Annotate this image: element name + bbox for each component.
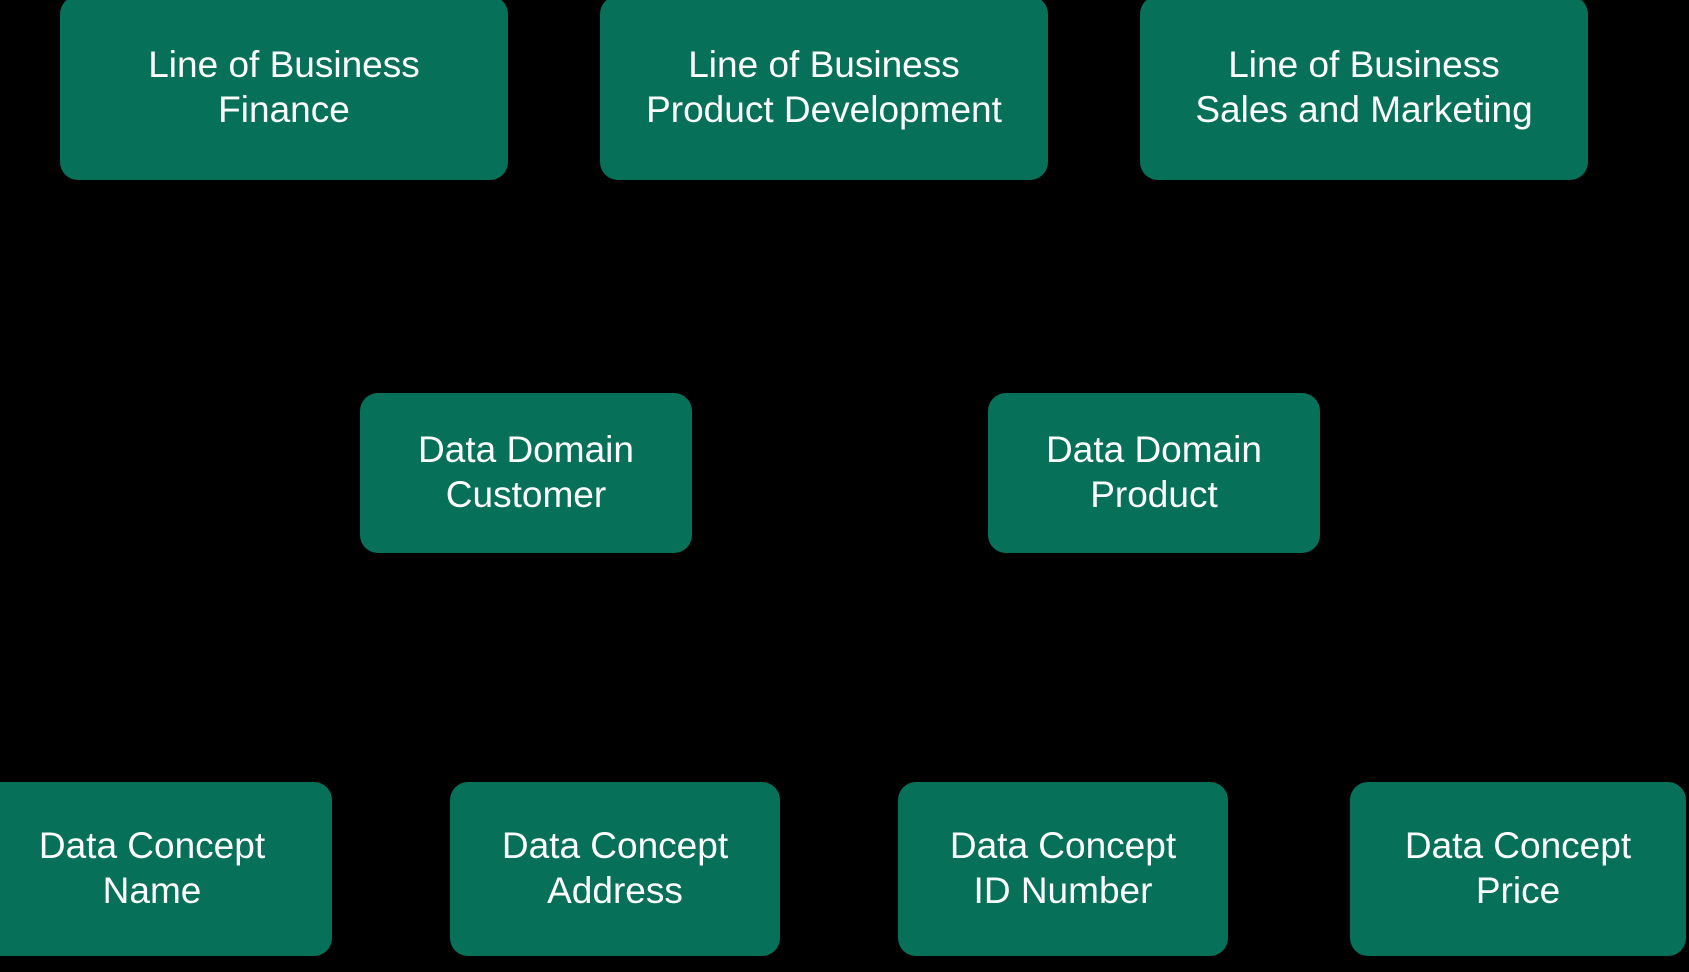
node-name-label: Address	[547, 870, 683, 911]
node-data-domain-customer[interactable]: Data Domain Customer	[360, 393, 692, 553]
node-line-of-business-sales-and-marketing[interactable]: Line of Business Sales and Marketing	[1140, 0, 1588, 180]
node-name-label: Product	[1090, 474, 1218, 515]
node-type-label: Line of Business	[148, 44, 420, 86]
node-data-concept-address[interactable]: Data Concept Address	[450, 782, 780, 956]
node-name-label: Sales and Marketing	[1195, 89, 1533, 130]
node-type-label: Line of Business	[1228, 44, 1500, 86]
node-type-label: Data Domain	[1046, 429, 1262, 471]
node-data-concept-price[interactable]: Data Concept Price	[1350, 782, 1686, 956]
node-type-label: Data Domain	[418, 429, 634, 471]
node-line-of-business-product-development[interactable]: Line of Business Product Development	[600, 0, 1048, 180]
node-name-label: Product Development	[646, 89, 1002, 130]
node-type-label: Line of Business	[688, 44, 960, 86]
node-name-label: Price	[1475, 870, 1561, 911]
node-type-label: Data Concept	[38, 825, 266, 867]
node-name-label: Customer	[445, 474, 607, 515]
node-type-label: Data Concept	[501, 825, 729, 867]
node-data-concept-id-number[interactable]: Data Concept ID Number	[898, 782, 1228, 956]
node-data-concept-name[interactable]: Data Concept Name	[0, 782, 332, 956]
node-line-of-business-finance[interactable]: Line of Business Finance	[60, 0, 508, 180]
node-name-label: Name	[102, 870, 202, 911]
node-name-label: Finance	[218, 89, 350, 130]
node-type-label: Data Concept	[1404, 825, 1632, 867]
node-name-label: ID Number	[973, 870, 1153, 911]
node-type-label: Data Concept	[949, 825, 1177, 867]
node-data-domain-product[interactable]: Data Domain Product	[988, 393, 1320, 553]
